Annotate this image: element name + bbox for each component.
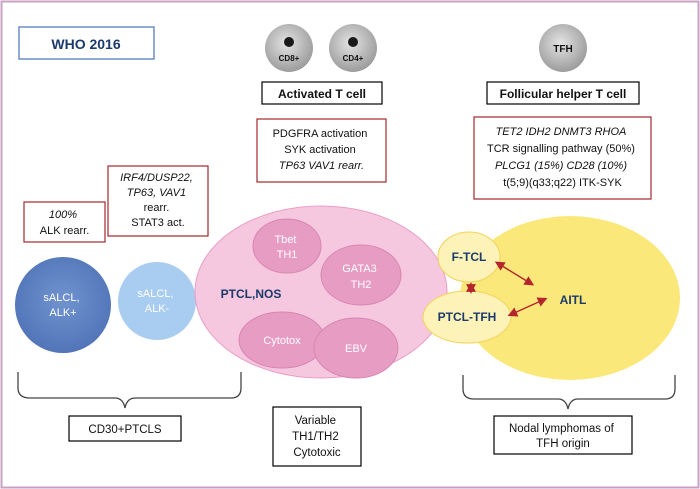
irf4-annotation-box	[107, 165, 209, 237]
follicular-label-box	[486, 81, 640, 105]
header-box	[18, 26, 155, 60]
tfh-cell-icon: TFH	[539, 24, 587, 72]
cd30-box	[68, 415, 182, 442]
ebv-ellipse	[313, 317, 399, 379]
alk-annotation: 100% ALK rearr.	[40, 209, 90, 237]
salcl-alk-pos-label: sALCL, ALK+	[43, 292, 82, 319]
variable-box	[272, 406, 362, 467]
page-title: WHO 2016	[51, 36, 120, 52]
cytotox-label: Cytotox	[263, 335, 301, 347]
activated-label-box	[261, 81, 383, 105]
variable-label: Variable TH1/TH2 Cytotoxic	[292, 415, 342, 459]
gata3-th2-ellipse	[320, 244, 402, 306]
ptcltfh-aitl-arrow	[507, 297, 548, 317]
cd4-cell-icon: CD4+	[329, 24, 377, 72]
ptcl-annotation: PDGFRA activation SYK activation TP63 VA…	[273, 128, 371, 172]
salcl-alk-neg-circle	[118, 262, 196, 340]
cd8-cell-icon: CD8+	[265, 24, 313, 72]
ftcl-label: F-TCL	[452, 250, 487, 264]
cd30-brace	[17, 372, 242, 409]
tbet-th1-ellipse	[252, 218, 322, 274]
ebv-label: EBV	[345, 343, 368, 355]
ftcl-ellipse	[437, 231, 501, 283]
tbet-th1-label: Tbet TH1	[274, 234, 299, 261]
cd4-label: CD4+	[343, 54, 364, 63]
ptcl-tfh-label: PTCL-TFH	[438, 310, 497, 324]
ptcl-nos-label: PTCL,NOS	[221, 287, 282, 301]
tfh-annotation-box	[473, 116, 652, 200]
nodal-brace	[462, 375, 676, 410]
nodal-label: Nodal lymphomas of TFH origin	[509, 423, 617, 450]
salcl-alk-pos-circle	[15, 257, 111, 353]
irf4-annotation: IRF4/DUSP22, TP63, VAV1 rearr. STAT3 act…	[120, 172, 196, 229]
nodal-box	[493, 415, 633, 455]
salcl-alk-neg-label: sALCL, ALK-	[137, 288, 176, 315]
cd8-label: CD8+	[279, 54, 300, 63]
ptcl-annotation-box	[256, 118, 387, 183]
cd30-label: CD30+PTCLS	[88, 424, 162, 436]
activated-label: Activated T cell	[278, 87, 366, 101]
follicular-label: Follicular helper T cell	[500, 87, 627, 101]
aitl-label: AITL	[560, 293, 587, 307]
tfh-label: TFH	[553, 44, 572, 55]
ftcl-aitl-arrow	[494, 261, 535, 286]
gata3-th2-label: GATA3 TH2	[342, 263, 380, 291]
alk-annotation-box	[23, 201, 106, 243]
tfh-annotation: TET2 IDH2 DNMT3 RHOA TCR signalling path…	[487, 126, 638, 189]
aitl-ellipse	[460, 216, 680, 380]
